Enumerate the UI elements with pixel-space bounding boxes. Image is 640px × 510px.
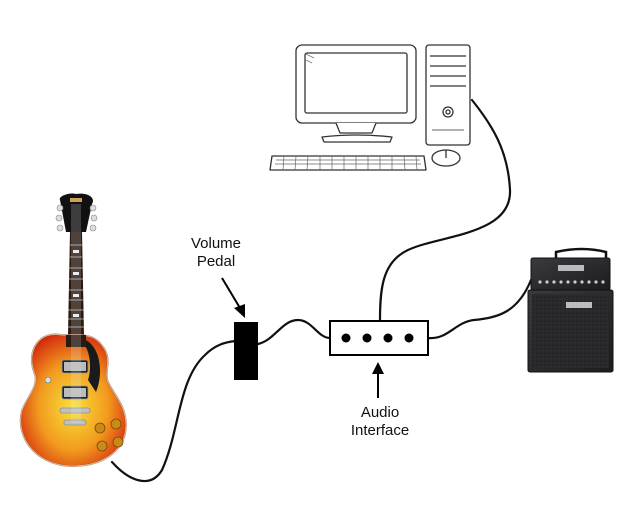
volume-pedal-box — [234, 322, 258, 380]
audio-interface-label-line-1: Audio — [361, 404, 399, 421]
volume-pedal-label-line-2: Pedal — [197, 253, 235, 270]
cable-computer-to-interface — [378, 98, 512, 322]
cable-pedal-to-interface — [256, 318, 332, 346]
volume-pedal — [234, 322, 258, 380]
monitor-icon — [295, 44, 417, 143]
arrow-to-interface-icon — [372, 362, 384, 398]
mouse-icon — [431, 149, 461, 167]
cable-guitar-to-pedal — [110, 339, 238, 482]
input-jack-icon — [341, 333, 414, 343]
audio-interface-label-line-2: Interface — [351, 422, 409, 439]
cables — [110, 98, 533, 482]
computer-tower-icon — [425, 44, 471, 146]
electric-guitar-icon — [19, 193, 127, 467]
pickup-icon — [61, 359, 89, 374]
arrow-to-pedal-icon — [221, 277, 245, 318]
keyboard-icon — [269, 155, 427, 171]
cable-interface-to-amp — [426, 278, 533, 340]
pickup-icon — [61, 385, 89, 400]
audio-interface — [329, 320, 429, 356]
guitar-amplifier-icon — [527, 247, 614, 373]
volume-pedal-label-line-1: Volume — [191, 235, 241, 252]
desktop-computer-icon — [269, 44, 471, 171]
